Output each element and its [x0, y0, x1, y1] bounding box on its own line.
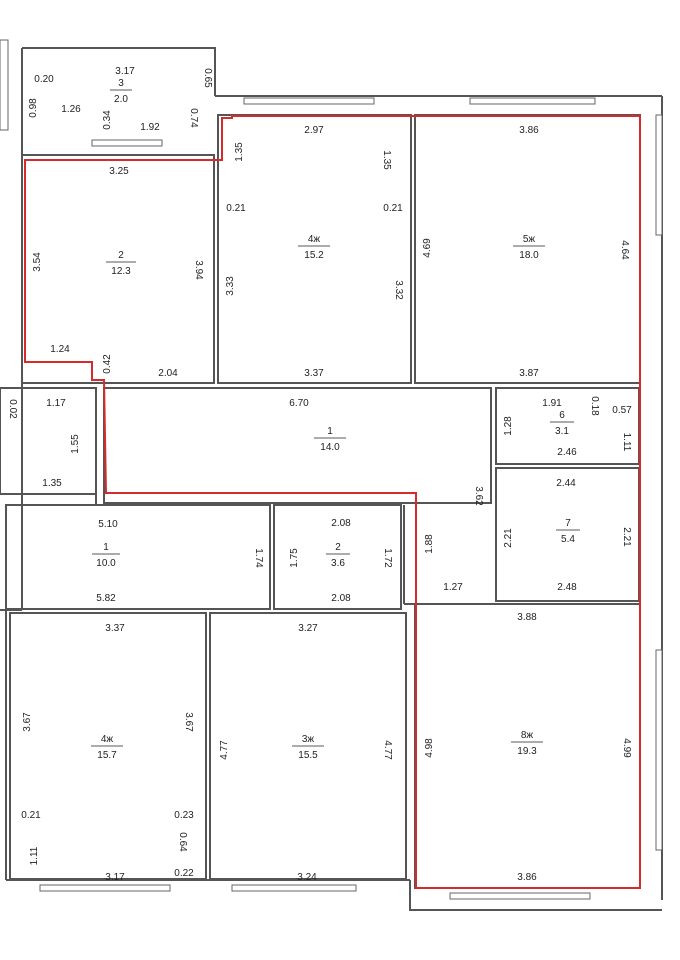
- room-area: 2.0: [114, 94, 128, 105]
- dimension-label: 1.72: [382, 548, 393, 568]
- dimension-label: 0.18: [589, 396, 600, 416]
- apartment-outline: [24, 115, 641, 889]
- room-number: 3ж: [302, 734, 315, 745]
- dimension-label: 1.35: [381, 150, 392, 170]
- dimension-label: 3.62: [473, 486, 484, 506]
- dimension-label: 1.11: [621, 433, 632, 452]
- windows: [0, 39, 663, 900]
- dimension-label: 0.64: [177, 832, 188, 852]
- dimension-label: 2.46: [557, 447, 577, 458]
- dimension-label: 0.21: [383, 203, 403, 214]
- room-area: 10.0: [96, 558, 116, 569]
- dimension-label: 3.86: [517, 872, 537, 883]
- dimension-label: 0.21: [21, 810, 41, 821]
- dimension-label: 1.17: [46, 398, 66, 409]
- dimension-label: 1.74: [253, 548, 264, 568]
- dimension-label: 3.17: [115, 66, 135, 77]
- dimension-label: 1.11: [29, 846, 40, 865]
- dimension-label: 2.97: [304, 125, 324, 136]
- room-area: 19.3: [517, 746, 537, 757]
- room-number: 4ж: [308, 234, 321, 245]
- dimension-label: 3.37: [105, 623, 125, 634]
- dimension-label: 1.75: [289, 548, 300, 568]
- dimension-label: 2.08: [331, 593, 351, 604]
- room-area: 18.0: [519, 250, 539, 261]
- room-area: 12.3: [111, 266, 131, 277]
- dimension-label: 3.88: [517, 612, 537, 623]
- room-area: 14.0: [320, 442, 340, 453]
- room-number: 2: [335, 542, 341, 553]
- room-number: 5ж: [523, 234, 536, 245]
- dimension-label: 1.91: [542, 398, 562, 409]
- dimension-label: 4.64: [619, 240, 630, 260]
- dimension-label: 3.37: [304, 368, 324, 379]
- room-number: 3: [118, 78, 124, 89]
- room-area: 15.7: [97, 750, 117, 761]
- dimension-label: 3.67: [183, 712, 194, 732]
- dimension-label: 3.54: [32, 252, 43, 272]
- room-labels: 3 2.0 2 12.3 4ж 15.2 5ж 18.0 1 14.0 6 3.…: [91, 78, 580, 761]
- dimension-label: 1.24: [50, 344, 70, 355]
- dimension-label: 3.32: [393, 280, 404, 300]
- room-number: 4ж: [101, 734, 114, 745]
- dimension-label: 5.82: [96, 593, 116, 604]
- dimension-label: 1.27: [443, 582, 463, 593]
- dimension-label: 4.69: [422, 238, 433, 258]
- room-number: 2: [118, 250, 124, 261]
- dimension-label: 4.77: [219, 740, 230, 760]
- dimension-label: 3.25: [109, 166, 129, 177]
- room-number: 7: [565, 518, 571, 529]
- room-number: 6: [559, 410, 565, 421]
- dimension-label: 4.98: [424, 738, 435, 758]
- dimension-label: 0.74: [188, 108, 199, 128]
- dimension-label: 3.24: [297, 872, 317, 883]
- dimension-label: 5.10: [98, 519, 118, 530]
- dimension-label: 2.44: [556, 478, 576, 489]
- room-area: 5.4: [561, 534, 575, 545]
- room-area: 15.5: [298, 750, 318, 761]
- room-number: 8ж: [521, 730, 534, 741]
- room-number: 1: [327, 426, 333, 437]
- room-area: 3.6: [331, 558, 345, 569]
- dimension-label: 0.22: [174, 868, 194, 879]
- dimension-label: 3.94: [193, 260, 204, 280]
- dimension-label: 3.17: [105, 872, 125, 883]
- room-number: 1: [103, 542, 109, 553]
- dimension-label: 2.48: [557, 582, 577, 593]
- dimension-label: 3.87: [519, 368, 539, 379]
- dimension-label: 0.20: [34, 74, 54, 85]
- dimension-label: 3.86: [519, 125, 539, 136]
- dimension-label: 1.55: [70, 434, 81, 454]
- dimension-label: 1.35: [234, 142, 245, 162]
- dimension-label: 4.99: [621, 738, 632, 758]
- dimension-label: 2.21: [621, 527, 632, 547]
- dimension-label: 3.33: [225, 276, 236, 296]
- dimension-label: 0.65: [202, 68, 213, 88]
- dimension-label: 0.21: [226, 203, 246, 214]
- dimension-label: 2.04: [158, 368, 178, 379]
- dimension-label: 2.08: [331, 518, 351, 529]
- dimension-label: 3.27: [298, 623, 318, 634]
- dimension-label: 1.88: [424, 534, 435, 554]
- dimension-label: 0.23: [174, 810, 194, 821]
- dimension-label: 0.34: [102, 110, 113, 130]
- dimension-label: 1.92: [140, 122, 160, 133]
- dimension-label: 0.57: [612, 405, 632, 416]
- room-area: 15.2: [304, 250, 324, 261]
- dimension-label: 1.35: [42, 478, 62, 489]
- dimension-label: 6.70: [289, 398, 309, 409]
- dimension-label: 0.98: [28, 98, 39, 118]
- dimension-label: 4.77: [382, 740, 393, 760]
- dimension-label: 2.21: [503, 528, 514, 548]
- dimension-labels: 0.20 3.17 0.65 0.98 1.26 0.34 1.92 0.74 …: [7, 66, 632, 883]
- room-area: 3.1: [555, 426, 569, 437]
- dimension-label: 1.28: [503, 416, 514, 436]
- dimension-label: 0.02: [7, 399, 18, 419]
- dimension-label: 3.67: [22, 712, 33, 732]
- dimension-label: 1.26: [61, 104, 81, 115]
- dimension-label: 0.42: [102, 354, 113, 374]
